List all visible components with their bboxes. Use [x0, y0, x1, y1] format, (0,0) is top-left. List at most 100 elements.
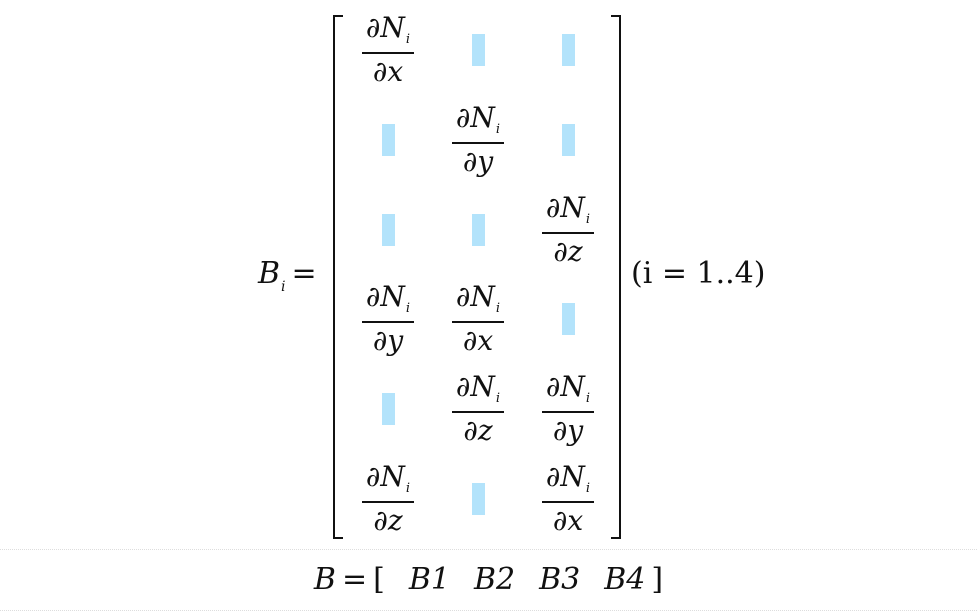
fraction-denominator: ∂y [552, 413, 584, 447]
zero-entry-placeholder [561, 303, 575, 335]
equals-sign: = [291, 256, 317, 291]
assembly-item: B3 [539, 562, 581, 597]
divider-bottom [0, 610, 977, 611]
numerator-text: ∂N [545, 191, 585, 225]
fraction-denominator: ∂z [553, 234, 583, 268]
matrix-left-bracket [333, 15, 343, 539]
matrix-right-bracket [611, 15, 621, 539]
matrix-cell [438, 461, 518, 537]
numerator-text: ∂N [455, 370, 495, 404]
numerator-text: ∂N [365, 11, 405, 45]
numerator-subscript: i [405, 481, 411, 497]
matrix-cell [438, 192, 518, 268]
fraction-bar [541, 501, 595, 503]
fraction-bar [451, 142, 505, 144]
numerator-subscript: i [585, 391, 591, 407]
numerator-text: ∂N [365, 280, 405, 314]
zero-entry-placeholder [471, 214, 485, 246]
fraction-denominator: ∂y [372, 323, 404, 357]
fraction-denominator: ∂y [462, 144, 494, 178]
assembly-lhs: B [313, 562, 336, 597]
numerator-text: ∂N [455, 101, 495, 135]
matrix-cell [528, 102, 608, 178]
numerator-subscript: i [405, 32, 411, 48]
fraction-bar [361, 321, 415, 323]
numerator-text: ∂N [545, 370, 585, 404]
zero-entry-placeholder [561, 124, 575, 156]
fraction-denominator: ∂x [462, 323, 494, 357]
numerator-subscript: i [495, 391, 501, 407]
numerator-subscript: i [405, 301, 411, 317]
fraction-denominator: ∂x [372, 54, 404, 88]
zero-entry-placeholder [561, 34, 575, 66]
fraction-bar [541, 411, 595, 413]
matrix-cell [438, 12, 518, 88]
divider-top [0, 549, 977, 550]
zero-entry-placeholder [471, 483, 485, 515]
assembly-equation: B = [ B1 B2 B3 B4 ] [0, 560, 977, 602]
index-range: (i = 1..4) [631, 254, 765, 294]
numerator-subscript: i [495, 122, 501, 138]
assembly-close-bracket: ] [651, 562, 664, 597]
fraction-bar [361, 52, 415, 54]
fraction-bar [451, 321, 505, 323]
matrix-cell [348, 371, 428, 447]
fraction-denominator: ∂x [552, 503, 584, 537]
assembly-item: B2 [473, 562, 516, 597]
numerator-subscript: i [495, 301, 501, 317]
numerator-text: ∂N [365, 460, 405, 494]
zero-entry-placeholder [381, 124, 395, 156]
numerator-subscript: i [585, 481, 591, 497]
matrix-cell [528, 281, 608, 357]
matrix-cell [528, 12, 608, 88]
matrix-cell [348, 102, 428, 178]
fraction-denominator: ∂z [373, 503, 403, 537]
numerator-subscript: i [585, 212, 591, 228]
zero-entry-placeholder [381, 214, 395, 246]
fraction-bar [451, 411, 505, 413]
numerator-text: ∂N [545, 460, 585, 494]
lhs-expression: B i = [258, 254, 317, 299]
fraction-bar [361, 501, 415, 503]
index-range-text: (i = 1..4) [631, 256, 766, 291]
matrix-cell [348, 192, 428, 268]
zero-entry-placeholder [381, 393, 395, 425]
fraction-bar [541, 232, 595, 234]
fraction-denominator: ∂z [463, 413, 493, 447]
lhs-subscript: i [281, 279, 286, 295]
assembly-item: B1 [408, 562, 450, 597]
numerator-text: ∂N [455, 280, 495, 314]
lhs-symbol: B [258, 256, 281, 291]
assembly-open-bracket: [ [373, 562, 385, 597]
zero-entry-placeholder [471, 34, 485, 66]
assembly-item: B4 [604, 562, 646, 597]
